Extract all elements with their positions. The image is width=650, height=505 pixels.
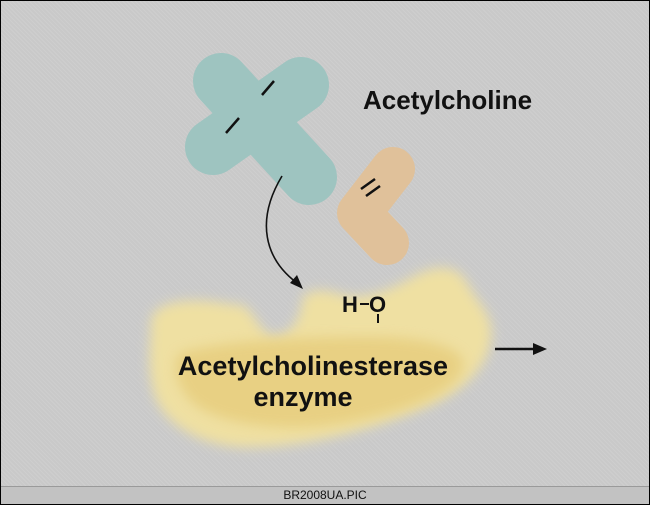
acetyl-group	[185, 53, 337, 205]
water-h-label: H	[342, 292, 358, 317]
enzyme-name-label: Acetylcholinesterase	[178, 351, 448, 381]
water-label: H O	[342, 292, 386, 323]
water-o-label: O	[369, 292, 386, 317]
double-bond-mark	[360, 177, 376, 191]
enzyme-inner-blob	[175, 337, 464, 428]
acetylcholine-label: Acetylcholine	[363, 85, 532, 115]
curved-arrow-head	[290, 275, 303, 289]
curved-arrow	[265, 175, 303, 289]
curved-arrow-shaft	[265, 175, 298, 284]
acetyl-cross-bar	[185, 57, 329, 175]
caption-bar: BR2008UA.PIC	[1, 486, 649, 504]
file-caption: BR2008UA.PIC	[283, 488, 367, 502]
enzyme-word-label: enzyme	[253, 382, 352, 412]
right-arrow	[495, 343, 547, 355]
choline-shape	[337, 147, 415, 265]
single-bond-mark	[261, 80, 275, 96]
right-arrow-head	[533, 343, 547, 355]
diagram-canvas: H O Acetylcholine Acetylcholinesterase e…	[149, 53, 547, 448]
choline-group	[337, 147, 415, 265]
enzyme-shape	[149, 267, 492, 448]
single-bond-mark	[225, 117, 240, 134]
double-bond-mark	[365, 184, 381, 198]
